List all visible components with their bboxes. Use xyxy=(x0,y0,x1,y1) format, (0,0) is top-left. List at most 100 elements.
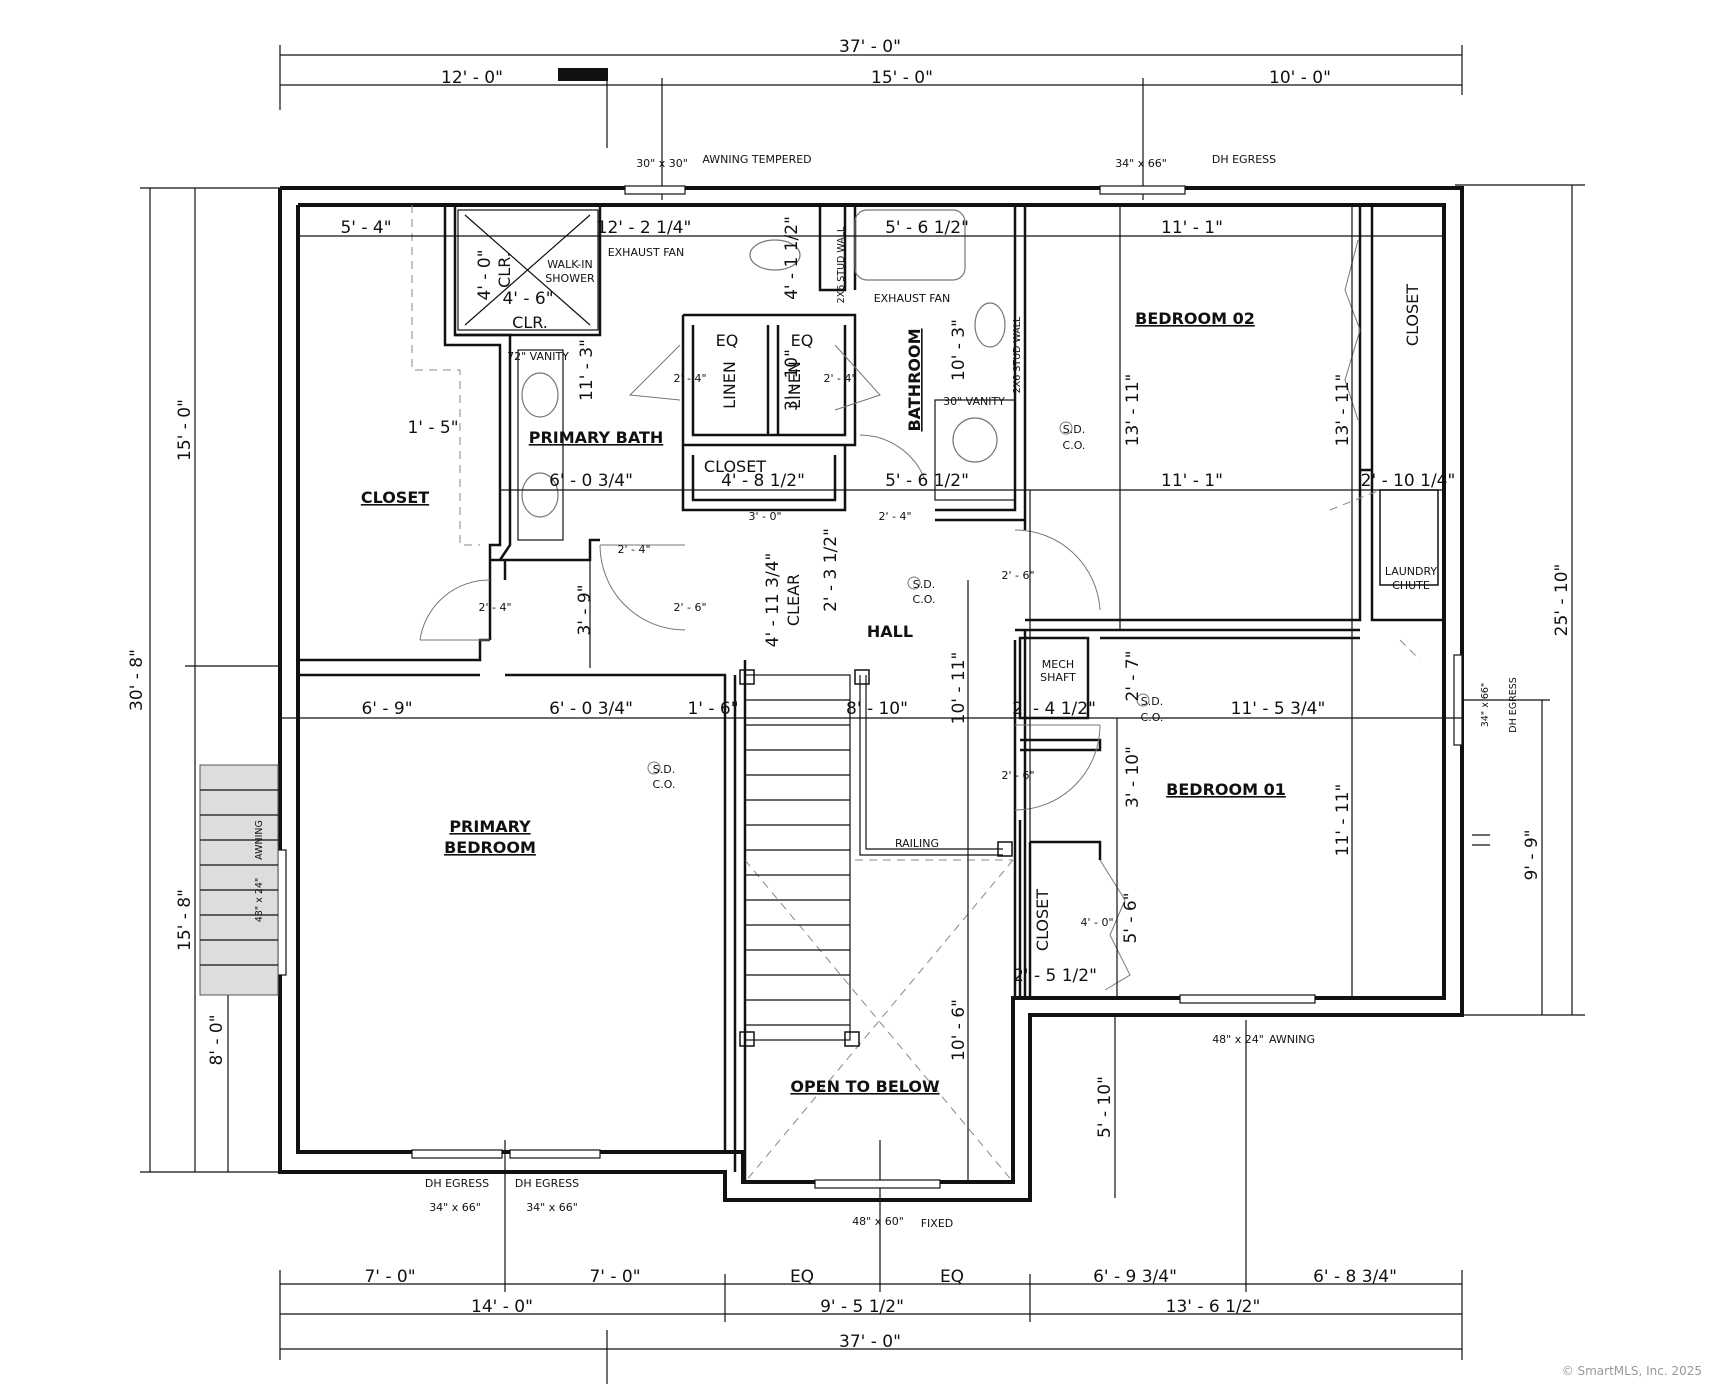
note-stud-wall-2: 2X6 STUD WALL xyxy=(1012,316,1023,393)
left-dimensions: 30' - 8" 15' - 0" 15' - 8" 8' - 0" xyxy=(127,187,280,1173)
dim-passage-depth: 3' - 9" xyxy=(575,584,595,635)
note-mech-2: SHAFT xyxy=(1040,671,1076,684)
dim-hall-3-1-2: 2' - 3 1/2" xyxy=(821,528,841,612)
note-exhaust-fan-2: EXHAUST FAN xyxy=(874,292,951,305)
room-primary-bath: PRIMARY BATH xyxy=(529,428,664,447)
dim-open-below-depth: 10' - 6" xyxy=(949,999,969,1061)
dim-laundry-width: 2' - 10 1/4" xyxy=(1361,471,1456,491)
stairs xyxy=(739,669,1013,1047)
note-vanity-30: 30" VANITY xyxy=(943,395,1005,408)
dim-top-3: 10' - 0" xyxy=(1269,68,1331,88)
dim-right-lower: 9' - 9" xyxy=(1522,829,1542,880)
door-label-8: 2' - 6" xyxy=(1001,569,1034,582)
interior-dim-lines xyxy=(280,205,1462,1198)
top-dimensions: 37' - 0" 12' - 0" 15' - 0" 10' - 0" xyxy=(279,37,1463,200)
window-left-size: 48" x 24" xyxy=(254,878,265,923)
room-primary-bedroom-line2: BEDROOM xyxy=(444,838,536,857)
room-open-to-below: OPEN TO BELOW xyxy=(790,1077,940,1096)
dim-primary-bath-width: 6' - 0 3/4" xyxy=(549,471,633,491)
room-bathroom: BATHROOM xyxy=(905,328,924,431)
note-sd-3: S.D. xyxy=(1063,423,1085,436)
dim-bottom-a4: EQ xyxy=(940,1267,964,1287)
dim-hall-clear: 4' - 11 3/4" xyxy=(763,553,783,648)
window-top-left-size: 30" x 30" xyxy=(636,157,688,170)
dim-hall-length: 10' - 11" xyxy=(949,652,969,725)
dim-bed1-depth: 11' - 11" xyxy=(1333,784,1353,857)
note-walk-in-1: WALK-IN xyxy=(547,258,592,271)
window-bottom-2-size: 34" x 66" xyxy=(526,1201,578,1214)
window-bed1-type: AWNING xyxy=(1269,1033,1315,1046)
exterior-walls xyxy=(278,186,1464,1202)
dim-bath-depth: 4' - 1 1/2" xyxy=(782,216,802,300)
dim-bottom-overall: 37' - 0" xyxy=(839,1332,901,1352)
room-linen-2: LINEN xyxy=(785,361,804,409)
door-labels: 2' - 4" 2' - 4" 2' - 4" 2' - 4" 2' - 6" … xyxy=(478,372,1113,929)
window-top-right-size: 34" x 66" xyxy=(1115,157,1167,170)
dim-bottom-b2: 9' - 5 1/2" xyxy=(820,1297,904,1317)
dim-left-lower: 15' - 8" xyxy=(175,889,195,951)
dim-primary-bed-width: 6' - 9" xyxy=(361,699,412,719)
dim-bathroom-depth: 10' - 3" xyxy=(949,319,969,381)
window-right-size: 34" x 66" xyxy=(1480,683,1491,728)
right-dimensions: 25' - 10" 9' - 9" xyxy=(1455,184,1585,1016)
dim-bath-width: 12' - 2 1/4" xyxy=(597,218,692,238)
window-top-right-type: DH EGRESS xyxy=(1212,153,1276,166)
dim-primary-bed-width-2: 6' - 0 3/4" xyxy=(549,699,633,719)
dim-hall-bath-width-2: 5' - 6 1/2" xyxy=(885,471,969,491)
door-label-3: 2' - 4" xyxy=(617,543,650,556)
window-right-type: DH EGRESS xyxy=(1508,677,1519,733)
note-sd-2: S.D. xyxy=(913,578,935,591)
room-primary-bedroom-line1: PRIMARY xyxy=(449,817,531,836)
dim-left-overall: 30' - 8" xyxy=(127,649,147,711)
dim-linen-depth: 3' - 10" xyxy=(782,349,802,411)
dim-bottom-a2: 7' - 0" xyxy=(589,1267,640,1287)
window-bottom-fixed-size: 48" x 60" xyxy=(852,1215,904,1228)
dim-bottom-a3: EQ xyxy=(790,1267,814,1287)
label-clear: CLEAR xyxy=(784,574,803,626)
dim-bottom-b3: 13' - 6 1/2" xyxy=(1166,1297,1261,1317)
window-bottom-2-type: DH EGRESS xyxy=(515,1177,579,1190)
label-clr-1: CLR. xyxy=(495,252,514,288)
dim-bottom-b1: 14' - 0" xyxy=(471,1297,533,1317)
label-clr-2: CLR. xyxy=(512,313,548,332)
bottom-dimensions: 7' - 0" 7' - 0" EQ EQ 6' - 9 3/4" 6' - 8… xyxy=(279,1020,1463,1384)
dim-bed1-closet-depth: 5' - 6" xyxy=(1121,892,1141,943)
note-sd-4: S.D. xyxy=(1141,695,1163,708)
room-bedroom-01: BEDROOM 01 xyxy=(1166,780,1286,799)
watermark: © SmartMLS, Inc. 2025 xyxy=(1561,1364,1702,1378)
window-bottom-1-size: 34" x 66" xyxy=(429,1201,481,1214)
window-top-left-type: AWNING TEMPERED xyxy=(702,153,811,166)
note-laundry-2: CHUTE xyxy=(1392,579,1430,592)
dim-bottom-a1: 7' - 0" xyxy=(364,1267,415,1287)
window-labels: 30" x 30" AWNING TEMPERED 34" x 66" DH E… xyxy=(254,153,1519,1230)
dim-bed1-width: 11' - 5 3/4" xyxy=(1231,699,1326,719)
dim-left-upper: 15' - 0" xyxy=(175,399,195,461)
room-bedroom-02: BEDROOM 02 xyxy=(1135,309,1255,328)
door-label-1: 2' - 4" xyxy=(673,372,706,385)
dim-bottom-a6: 6' - 8 3/4" xyxy=(1313,1267,1397,1287)
note-co-3: C.O. xyxy=(1063,439,1086,452)
note-co-4: C.O. xyxy=(1141,711,1164,724)
door-label-2: 2' - 4" xyxy=(823,372,856,385)
note-co-1: C.O. xyxy=(653,778,676,791)
note-walk-in-2: SHOWER xyxy=(545,272,595,285)
room-hall: HALL xyxy=(867,622,913,641)
exterior-steps xyxy=(199,764,279,996)
door-label-9: 2' - 6" xyxy=(1001,769,1034,782)
room-closet-hall: CLOSET xyxy=(704,457,766,476)
dim-top-1: 12' - 0" xyxy=(441,68,503,88)
bath-fixtures xyxy=(457,209,1016,541)
dim-bed2-depth-2: 13' - 11" xyxy=(1333,374,1353,447)
label-eq-2: EQ xyxy=(791,331,814,350)
dim-closet-hall-width: 4' - 8 1/2" xyxy=(721,471,805,491)
label-eq-1: EQ xyxy=(716,331,739,350)
door-label-6: 3' - 0" xyxy=(748,510,781,523)
door-label-7: 2' - 4" xyxy=(878,510,911,523)
note-exhaust-fan-1: EXHAUST FAN xyxy=(608,246,685,259)
dim-stair-offset: 1' - 6" xyxy=(687,699,738,719)
dim-mech-width: 2' - 4 1/2" xyxy=(1012,699,1096,719)
hidden-lines xyxy=(411,205,1421,1183)
note-railing: RAILING xyxy=(895,837,939,850)
dim-top-2: 15' - 0" xyxy=(871,68,933,88)
door-label-10: 4' - 0" xyxy=(1080,916,1113,929)
